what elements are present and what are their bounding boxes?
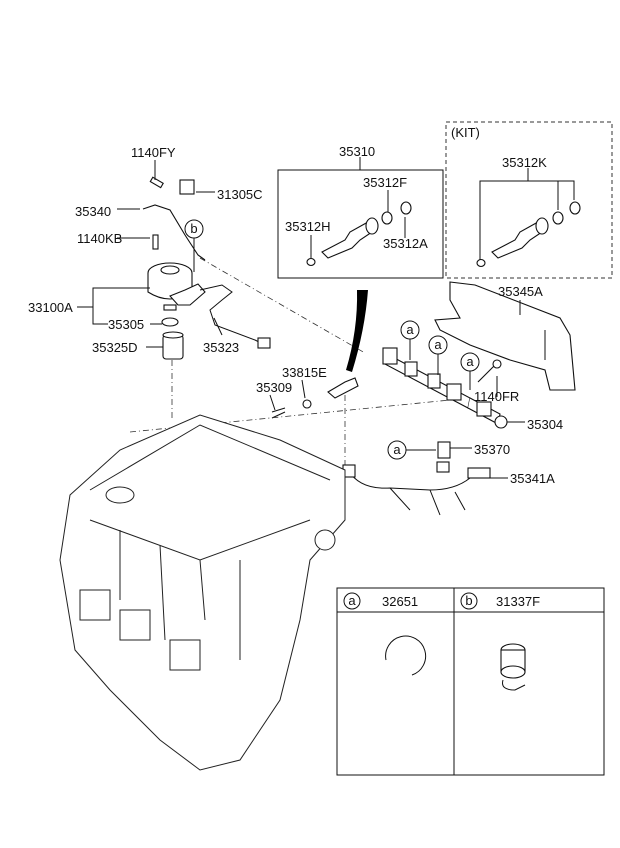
engine-block-icon: [59, 414, 346, 771]
fuel-pipe-icon: [142, 204, 206, 261]
label-35312K: 35312K: [502, 155, 547, 170]
callout-a: a: [393, 442, 401, 457]
label-35370: 35370: [474, 442, 510, 457]
tappet-icon: [162, 331, 184, 360]
legend-key-a: a: [348, 593, 356, 608]
o-ring-icon: [161, 317, 179, 327]
pointer-wedge: [346, 290, 368, 372]
label-kit: (KIT): [451, 125, 480, 140]
label-31305C: 31305C: [217, 187, 263, 202]
injector-icon: [306, 201, 412, 267]
label-35310: 35310: [339, 144, 375, 159]
label-35312A: 35312A: [383, 236, 428, 251]
label-1140KB: 1140KB: [77, 231, 122, 246]
label-33815E: 33815E: [282, 365, 327, 380]
legend-key-b: b: [465, 593, 472, 608]
pressure-sensor-icon: [436, 441, 451, 473]
callout-b: b: [190, 221, 197, 236]
clip-icon: [271, 407, 286, 419]
kit-injector-icon: [476, 201, 581, 268]
kit-box: [445, 121, 613, 279]
rail-cover-icon: [434, 281, 576, 391]
callout-a: a: [434, 337, 442, 352]
bolt-icon: [152, 234, 159, 250]
callout-a: a: [466, 354, 474, 369]
label-35309: 35309: [256, 380, 292, 395]
bolt-icon: [149, 176, 164, 189]
injector-icon: [327, 377, 359, 399]
label-35340: 35340: [75, 204, 111, 219]
label-35341A: 35341A: [510, 471, 555, 486]
label-35312H: 35312H: [285, 219, 331, 234]
label-35305: 35305: [108, 317, 144, 332]
label-35345A: 35345A: [498, 284, 543, 299]
bracket-icon: [179, 179, 195, 195]
grommet-icon: [500, 643, 526, 691]
label-35312F: 35312F: [363, 175, 407, 190]
legend-part-31337F: 31337F: [496, 594, 540, 609]
label-35323: 35323: [203, 340, 239, 355]
seal-icon: [302, 399, 312, 409]
label-35325D: 35325D: [92, 340, 138, 355]
clip-ring-icon: [385, 635, 427, 676]
label-1140FR: 1140FR: [474, 389, 519, 404]
label-33100A: 33100A: [28, 300, 73, 315]
legend-table: a 32651 b 31337F: [336, 587, 605, 776]
legend-part-32651: 32651: [382, 594, 418, 609]
callout-a: a: [406, 322, 414, 337]
fuel-rail-icon: [382, 347, 508, 429]
wiring-harness-icon: [347, 469, 471, 516]
label-1140FY: 1140FY: [131, 145, 176, 160]
bolt-icon: [477, 363, 497, 383]
fuel-hose-icon: [199, 284, 266, 346]
fuel-pump-icon: [147, 262, 206, 311]
label-35304: 35304: [527, 417, 563, 432]
